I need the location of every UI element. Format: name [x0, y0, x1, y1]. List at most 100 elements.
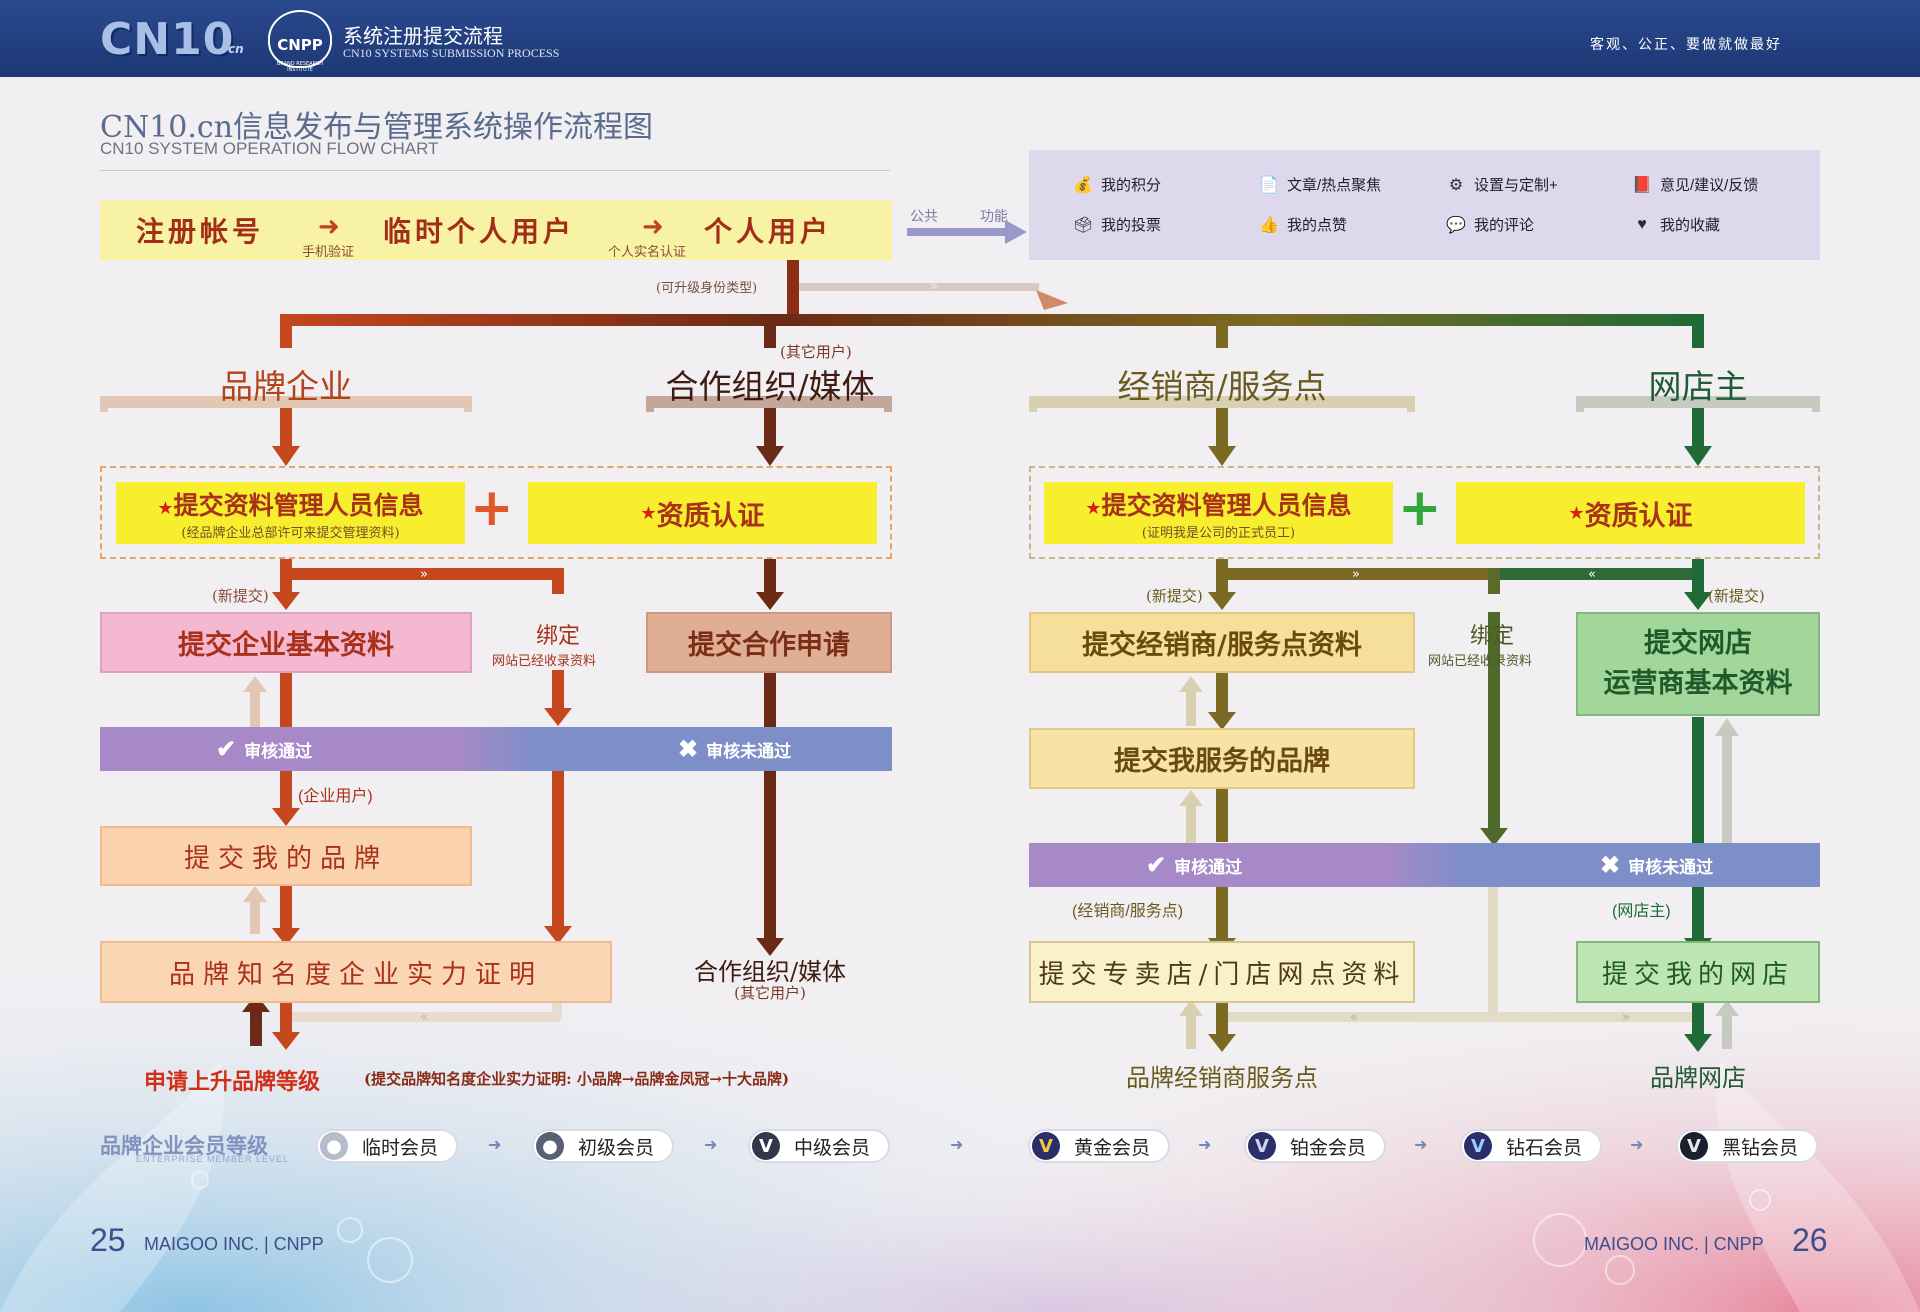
submit-dealer-label: 提交经销商/服务点资料: [1082, 630, 1362, 661]
shop-result: 品牌网店: [1650, 1064, 1746, 1092]
left-bind: 绑定: [536, 624, 581, 649]
submit-store-box[interactable]: 提交专卖店/门店网点资料: [1029, 941, 1415, 1003]
document-icon: 📄: [1259, 176, 1279, 194]
right-page-number: 26: [1792, 1222, 1828, 1258]
v-badge-icon: V: [1464, 1132, 1492, 1160]
submit-shop-box[interactable]: 提交网店运营商基本资料: [1576, 612, 1820, 716]
fn-likes[interactable]: 👍 我的点赞: [1259, 214, 1347, 235]
cross-icon: ✖: [1600, 851, 1621, 879]
note-upgrade: (可升级身份类型): [656, 281, 758, 296]
left-qualification-box[interactable]: ★资质认证: [528, 482, 877, 544]
page-subtitle: CN10 SYSTEM OPERATION FLOW CHART: [100, 139, 439, 158]
arrow-right-icon: ➜: [950, 1135, 964, 1154]
level-junior[interactable]: ●初级会员: [532, 1129, 674, 1163]
dealer-user-note: (经销商/服务点): [1072, 903, 1184, 920]
level-platinum[interactable]: V 铂金会员: [1244, 1129, 1386, 1163]
svg-text:»: »: [1352, 567, 1360, 582]
right-submit-info-note: (证明我是公司的正式员工): [1141, 525, 1296, 541]
fn-articles[interactable]: 📄文章/热点聚焦: [1259, 174, 1381, 195]
registration-bar: [100, 200, 892, 260]
step-temp-user: 临时个人用户: [383, 215, 576, 248]
fn-label: 意见/建议/反馈: [1660, 177, 1759, 194]
title-divider: [100, 170, 890, 171]
arrow-right-icon: ➜: [1414, 1135, 1428, 1154]
review-fail-label: 审核未通过: [706, 741, 792, 761]
arrow-right-icon: ➜: [488, 1135, 502, 1154]
fn-feedback[interactable]: 📕 意见/建议/反馈: [1632, 174, 1758, 195]
left-new-submit: (新提交): [212, 587, 269, 605]
right-submit-info-box[interactable]: ★提交资料管理人员信息 (证明我是公司的正式员工): [1044, 482, 1393, 544]
star-icon: ★: [1085, 497, 1102, 519]
brand-proof-box[interactable]: 品牌知名度企业实力证明: [100, 941, 612, 1003]
left-submit-info: 提交资料管理人员信息: [173, 490, 424, 520]
upgrade-note: (提交品牌知名度企业实力证明: 小品牌→品牌金凤冠→十大品牌): [364, 1070, 790, 1088]
functions-panel: [1029, 150, 1820, 260]
cross-icon: ✖: [678, 735, 699, 763]
submit-my-shop-box[interactable]: 提交我的网店: [1576, 941, 1820, 1003]
fn-label: 我的积分: [1101, 177, 1162, 194]
fn-label: 我的投票: [1101, 217, 1162, 234]
right-qualification-box[interactable]: ★资质认证: [1456, 482, 1805, 544]
submit-coop-box[interactable]: 提交合作申请: [646, 612, 892, 673]
level-label: 铂金会员: [1290, 1137, 1367, 1159]
fn-points[interactable]: 💰 我的积分: [1073, 174, 1161, 195]
v-badge-icon: V: [1032, 1132, 1060, 1160]
enterprise-user-note: (企业用户): [298, 788, 373, 805]
submit-dealer-box[interactable]: 提交经销商/服务点资料: [1029, 612, 1415, 673]
right-info-group: [1029, 466, 1820, 559]
book-icon: 📕: [1632, 176, 1652, 194]
left-submit-info-box[interactable]: ★提交资料管理人员信息 (经品牌企业总部许可来提交管理资料): [116, 482, 465, 544]
right-new-submit-right: (新提交): [1708, 587, 1765, 605]
review-fail-label: 审核未通过: [1628, 857, 1714, 877]
submit-company-box[interactable]: 提交企业基本资料: [100, 612, 472, 673]
note-phone-verify: 手机验证: [302, 245, 355, 260]
money-bag-icon: 💰: [1073, 176, 1093, 194]
submit-shop-line2: 运营商基本资料: [1603, 668, 1793, 699]
submit-company-label: 提交企业基本资料: [178, 630, 394, 661]
heart-icon: ♥: [1637, 215, 1647, 233]
svg-text:«: «: [420, 1010, 428, 1025]
svg-text:«: «: [1350, 1010, 1358, 1025]
svg-text:»: »: [420, 567, 428, 582]
fn-favorites[interactable]: ♥ 我的收藏: [1632, 214, 1720, 235]
review-pass-label: 审核通过: [1174, 857, 1243, 877]
left-review-fail: ✖ 审核未通过: [678, 727, 791, 771]
right-page-brand: MAIGOO INC. | CNPP: [1584, 1234, 1764, 1254]
right-submit-info: 提交资料管理人员信息: [1101, 490, 1352, 520]
level-label: 临时会员: [362, 1137, 439, 1159]
comment-icon: 💬: [1446, 216, 1466, 234]
review-pass-label: 审核通过: [244, 741, 313, 761]
submit-brand-box[interactable]: 提交我的品牌: [100, 826, 472, 886]
fn-label: 我的收藏: [1660, 217, 1721, 234]
submit-service-brand-box[interactable]: 提交我服务的品牌: [1029, 728, 1415, 789]
plus-icon: +: [470, 478, 514, 538]
vote-icon: 🗳: [1073, 216, 1094, 234]
fn-votes[interactable]: 🗳 我的投票: [1073, 214, 1161, 235]
check-icon: ✔: [1146, 851, 1167, 879]
shop-user-note: (网店主): [1612, 903, 1671, 920]
thumbs-up-icon: 👍: [1259, 216, 1279, 234]
brand-proof-label: 品牌知名度企业实力证明: [168, 959, 543, 990]
fn-comments[interactable]: 💬我的评论: [1446, 214, 1534, 235]
level-label: 中级会员: [794, 1137, 871, 1159]
category-dealer: 经销商/服务点: [1117, 367, 1327, 406]
level-temp[interactable]: ● 临时会员: [316, 1129, 458, 1163]
fn-label: 我的点赞: [1287, 217, 1348, 234]
right-new-submit-left: (新提交): [1146, 587, 1203, 605]
check-icon: ✔: [216, 735, 237, 763]
v-badge-icon: V: [1248, 1132, 1276, 1160]
level-label: 黑钻会员: [1722, 1137, 1799, 1159]
header-title-en: CN10 SYSTEMS SUBMISSION PROCESS: [343, 46, 560, 60]
left-page-brand: MAIGOO INC. | CNPP: [144, 1234, 324, 1254]
fn-settings[interactable]: ⚙设置与定制+: [1446, 174, 1558, 195]
step-register: 注册帐号: [136, 215, 265, 248]
right-qualification: 资质认证: [1584, 500, 1693, 532]
user-icon: ●: [320, 1132, 348, 1160]
arrow-right-icon: ➜: [318, 212, 340, 242]
category-coop: 合作组织/媒体: [665, 367, 875, 406]
submit-shop-line1: 提交网店: [1644, 627, 1752, 659]
